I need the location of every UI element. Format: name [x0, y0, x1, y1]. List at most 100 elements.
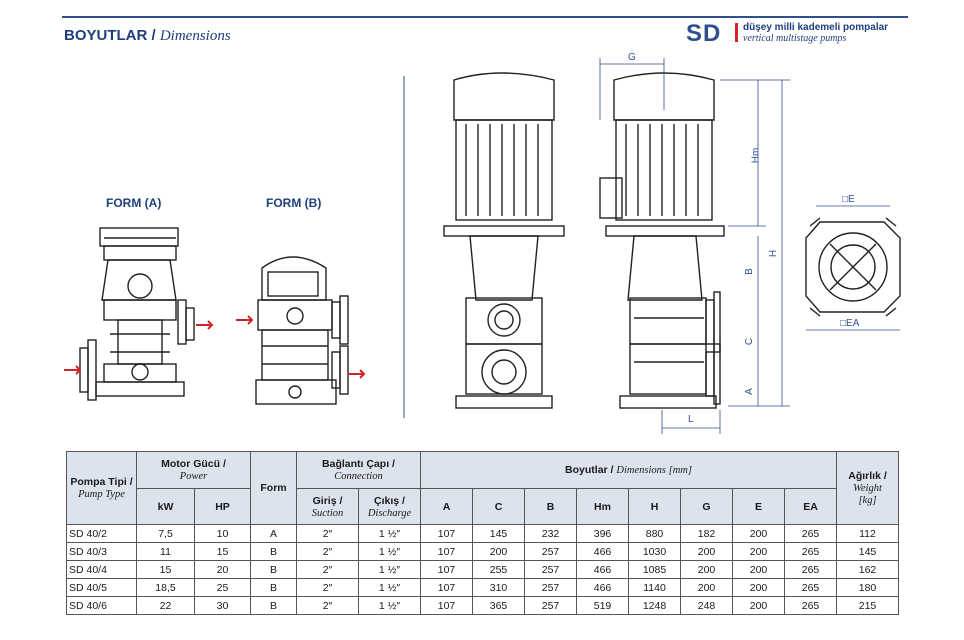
title-italic: Dimensions: [159, 28, 231, 44]
table-cell: 7,5: [136, 524, 195, 543]
top-view-drawing: [805, 217, 901, 317]
dim-label-l: L: [688, 414, 694, 425]
table-cell: 265: [784, 524, 837, 543]
table-cell: 2″: [296, 524, 359, 543]
table-cell: 15: [194, 542, 251, 561]
table-cell: 107: [420, 524, 473, 543]
table-cell: 2″: [296, 578, 359, 597]
table-cell: SD 40/2: [66, 524, 137, 543]
col-header-form: Form: [250, 451, 297, 525]
table-cell: 200: [680, 560, 733, 579]
table-cell: 22: [136, 596, 195, 615]
table-cell: 257: [524, 596, 577, 615]
dim-label-c: C: [744, 337, 756, 346]
table-cell: B: [250, 596, 297, 615]
col-dim-hm-label: Hm: [594, 500, 611, 513]
form-b-label: FORM (B): [266, 196, 322, 210]
side-view-pump-drawing: [599, 72, 725, 409]
col-header-suction: Giriş / Suction: [296, 488, 359, 525]
col-dim-g-label: G: [702, 500, 711, 513]
table-cell: 396: [576, 524, 629, 543]
form-a-label: FORM (A): [106, 196, 162, 210]
col-motor-bold: Motor Gücü /: [161, 458, 226, 470]
front-view-pump-drawing: [443, 72, 565, 409]
table-cell: 257: [524, 560, 577, 579]
dim-label-e: □E: [842, 194, 855, 205]
col-dim-e-label: E: [754, 500, 762, 513]
col-header-hp: HP: [194, 488, 251, 525]
col-dim-ea-label: EA: [803, 500, 818, 513]
table-cell: 20: [194, 560, 251, 579]
table-cell: 18,5: [136, 578, 195, 597]
table-cell: 1 ½″: [358, 578, 421, 597]
table-cell: 1 ½″: [358, 560, 421, 579]
table-cell: 232: [524, 524, 577, 543]
table-cell: 2″: [296, 542, 359, 561]
table-cell: 365: [472, 596, 525, 615]
col-form-label: Form: [260, 482, 287, 494]
table-cell: 310: [472, 578, 525, 597]
table-cell: 200: [732, 596, 785, 615]
col-header-dim-ea: EA: [784, 488, 837, 525]
col-header-dim-c: C: [472, 488, 525, 525]
dim-label-b: B: [743, 268, 755, 275]
col-header-dim-a: A: [420, 488, 473, 525]
table-cell: 107: [420, 542, 473, 561]
table-cell: 162: [836, 560, 899, 579]
col-header-motor: Motor Gücü / Power: [136, 451, 251, 489]
col-header-weight: Ağırlık / Weight [kg]: [836, 451, 899, 525]
table-cell: SD 40/4: [66, 560, 137, 579]
col-suction-italic: Suction: [311, 507, 344, 519]
table-cell: 11: [136, 542, 195, 561]
table-cell: B: [250, 578, 297, 597]
form-b-pump-drawing: [255, 256, 349, 405]
col-suction-bold: Giriş /: [312, 494, 343, 507]
table-cell: 30: [194, 596, 251, 615]
table-cell: 265: [784, 596, 837, 615]
brand-text-tr: düşey milli kademeli pompalar: [743, 22, 889, 33]
pump-drawings: [64, 58, 901, 434]
table-cell: 10: [194, 524, 251, 543]
col-weight-italic: Weight: [853, 483, 882, 494]
form-a-pump-drawing: [79, 227, 195, 401]
col-header-kw: kW: [136, 488, 195, 525]
dim-label-a: A: [743, 388, 755, 395]
col-header-dimensions: Boyutlar / Dimensions [mm]: [420, 451, 837, 489]
table-cell: A: [250, 524, 297, 543]
col-header-dim-hm: Hm: [576, 488, 629, 525]
col-pump-italic: Pump Type: [78, 489, 125, 500]
table-cell: 255: [472, 560, 525, 579]
table-cell: 145: [836, 542, 899, 561]
table-cell: 25: [194, 578, 251, 597]
table-cell: 1 ½″: [358, 542, 421, 561]
brand-sd-logo: SD: [686, 20, 722, 47]
col-header-discharge: Çıkış / Discharge: [358, 488, 421, 525]
col-dims-bold: Boyutlar /: [565, 464, 614, 476]
table-cell: 1 ½″: [358, 596, 421, 615]
col-dim-h-label: H: [650, 500, 659, 513]
col-motor-italic: Power: [179, 471, 208, 482]
table-cell: 466: [576, 578, 629, 597]
dim-label-h: H: [768, 249, 780, 258]
table-cell: 15: [136, 560, 195, 579]
brand-divider: [735, 23, 738, 42]
col-discharge-italic: Discharge: [367, 507, 412, 519]
col-kw-label: kW: [157, 500, 174, 513]
col-pump-bold: Pompa Tipi /: [70, 476, 133, 488]
table-cell: 200: [680, 578, 733, 597]
dimensions-table: Pompa Tipi / Pump Type Motor Gücü / Powe…: [66, 451, 899, 615]
table-cell: SD 40/3: [66, 542, 137, 561]
col-weight-bold: Ağırlık /: [848, 470, 887, 482]
table-cell: 257: [524, 542, 577, 561]
col-header-dim-g: G: [680, 488, 733, 525]
table-cell: 107: [420, 560, 473, 579]
table-cell: 200: [472, 542, 525, 561]
table-cell: 2″: [296, 596, 359, 615]
table-cell: 215: [836, 596, 899, 615]
table-cell: B: [250, 560, 297, 579]
